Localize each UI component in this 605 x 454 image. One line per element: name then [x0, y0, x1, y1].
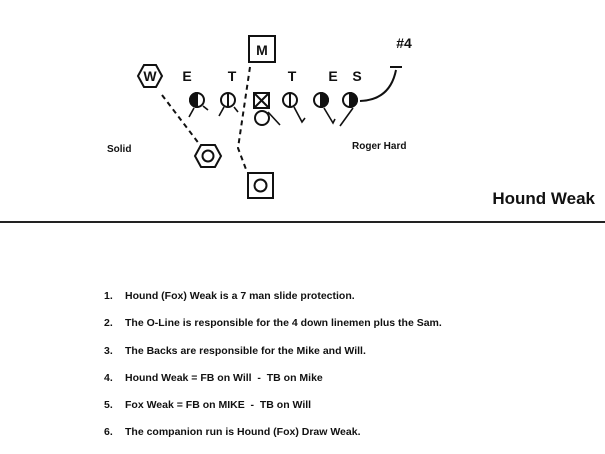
offensive-line	[189, 91, 358, 126]
receiver-route	[359, 69, 397, 102]
note-number: 2.	[104, 317, 113, 330]
note-number: 6.	[104, 426, 113, 439]
defense-label-e: E	[328, 68, 337, 84]
note-number: 3.	[104, 344, 113, 357]
note-item: 3. The Backs are responsible for the Mike…	[104, 345, 442, 372]
note-text: The Backs are responsible for the Mike a…	[125, 344, 366, 357]
note-text: Hound Weak = FB on Will - TB on Mike	[125, 371, 323, 384]
divider	[0, 221, 605, 223]
tailback	[247, 172, 274, 199]
note-text: The O-Line is responsible for the 4 down…	[125, 317, 442, 330]
will-linebacker: W	[136, 64, 164, 88]
left-note: Solid	[107, 144, 131, 155]
note-item: 1. Hound (Fox) Weak is a 7 man slide prot…	[104, 290, 442, 317]
play-diagram: M #4 W E T T E S	[107, 35, 412, 199]
play-title: Hound Weak	[492, 189, 595, 208]
mike-linebacker: M	[248, 35, 276, 63]
defense-label-t: T	[288, 68, 297, 84]
right-note: Roger Hard	[352, 141, 406, 152]
note-text: Hound (Fox) Weak is a 7 man slide protec…	[125, 290, 355, 302]
defense-label-s: S	[352, 68, 361, 84]
note-item: 4. Hound Weak = FB on Will - TB on Mike	[104, 372, 442, 399]
note-number: 1.	[104, 290, 113, 302]
mike-label: M	[256, 42, 268, 58]
notes-list: 1. Hound (Fox) Weak is a 7 man slide prot…	[104, 290, 442, 454]
note-text: The companion run is Hound (Fox) Draw We…	[125, 426, 361, 439]
defense-label-t: T	[228, 68, 237, 84]
note-item: 6. The companion run is Hound (Fox) Draw …	[104, 426, 442, 453]
will-label: W	[143, 68, 157, 84]
receiver-label: #4	[396, 35, 412, 51]
note-text: Fox Weak = FB on MIKE - TB on Will	[125, 399, 312, 412]
note-item: 2. The O-Line is responsible for the 4 do…	[104, 317, 442, 344]
fullback	[193, 144, 223, 168]
note-number: 4.	[104, 371, 113, 384]
note-item: 5. Fox Weak = FB on MIKE - TB on Will	[104, 399, 442, 426]
note-number: 5.	[104, 399, 113, 412]
defense-label-e: E	[182, 68, 191, 84]
